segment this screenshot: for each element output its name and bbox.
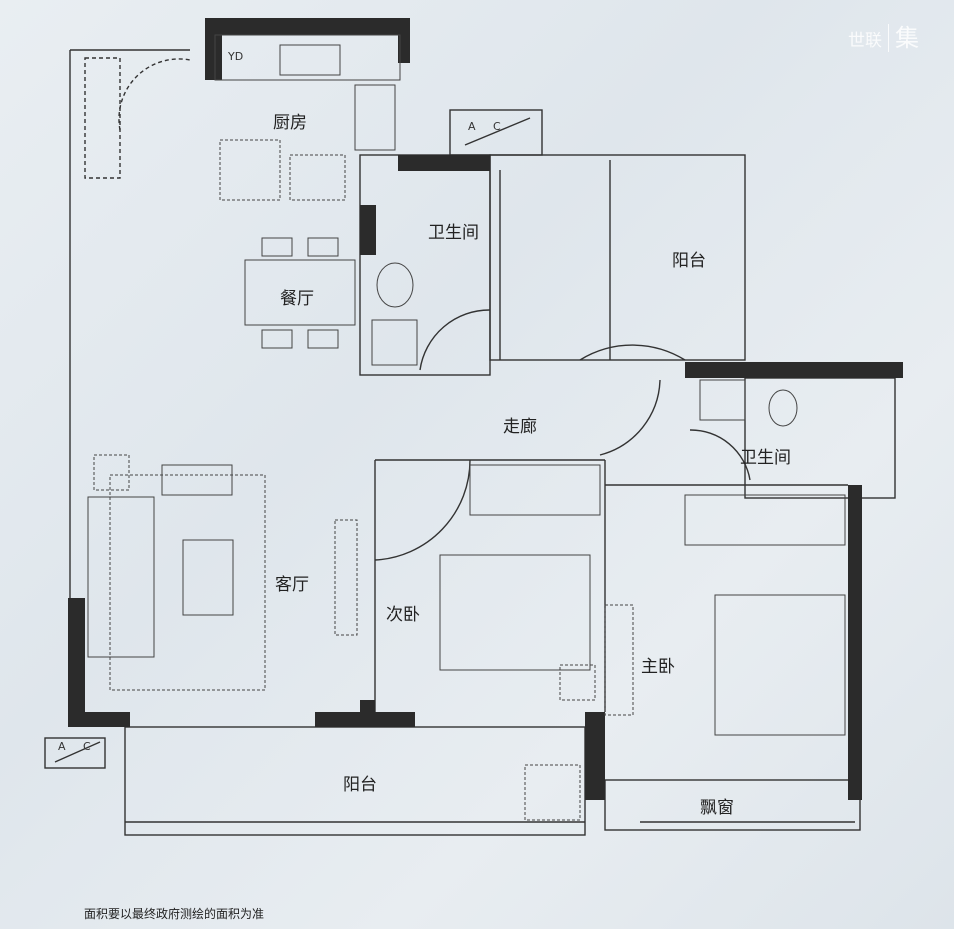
master-bedroom-label: 主卧: [641, 657, 675, 677]
ac-unit-bottom: A C: [58, 740, 91, 753]
corridor-label: 走廊: [503, 417, 537, 437]
bay-window-label: 飘窗: [700, 798, 734, 818]
brand-logo: 世联集: [848, 24, 919, 52]
second-bedroom-label: 次卧: [386, 605, 420, 625]
area-disclaimer: 面积要以最终政府测绘的面积为准: [84, 907, 265, 921]
ac-unit-top: A C: [468, 120, 501, 133]
balcony-bottom-label: 阳台: [343, 775, 377, 795]
kitchen-label: 厨房: [273, 113, 307, 133]
bathroom-1-label: 卫生间: [428, 223, 479, 243]
balcony-top-label: 阳台: [672, 251, 706, 271]
bathroom-2-label: 卫生间: [740, 448, 791, 468]
living-room-label: 客厅: [275, 575, 309, 595]
thick-walls: [68, 18, 903, 800]
furniture: [87, 34, 846, 821]
yd-label: YD: [228, 50, 244, 63]
dining-label: 餐厅: [280, 289, 314, 309]
